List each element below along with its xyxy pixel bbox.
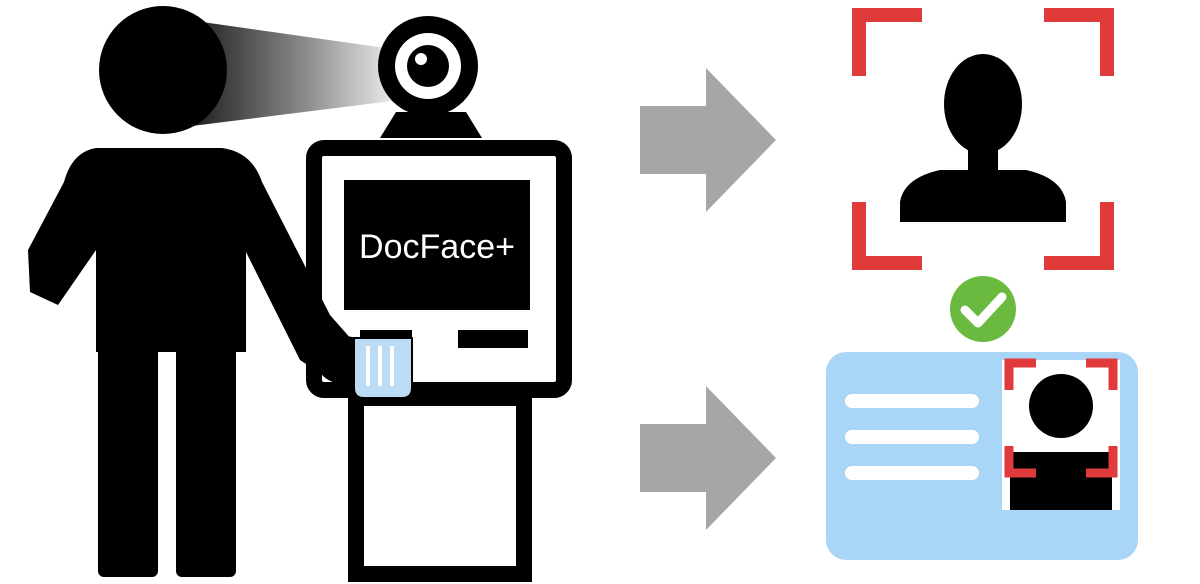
arrow-right-icon — [640, 68, 776, 212]
face-scan-icon — [852, 8, 1114, 270]
id-face-scan-frame — [1004, 358, 1118, 478]
inserted-card — [353, 337, 413, 399]
webcam-icon — [378, 16, 482, 138]
id-photo — [1002, 360, 1120, 510]
kiosk-keypad — [458, 330, 528, 348]
person-silhouette-icon — [28, 6, 372, 577]
kiosk-screen-label: DocFace+ — [359, 228, 515, 266]
arrow-right-icon — [640, 386, 776, 530]
id-card-icon — [826, 352, 1138, 560]
face-silhouette-icon — [900, 54, 1066, 222]
kiosk-icon: DocFace+ — [306, 16, 572, 582]
kiosk-screen — [344, 180, 530, 310]
check-circle-icon — [950, 276, 1016, 342]
